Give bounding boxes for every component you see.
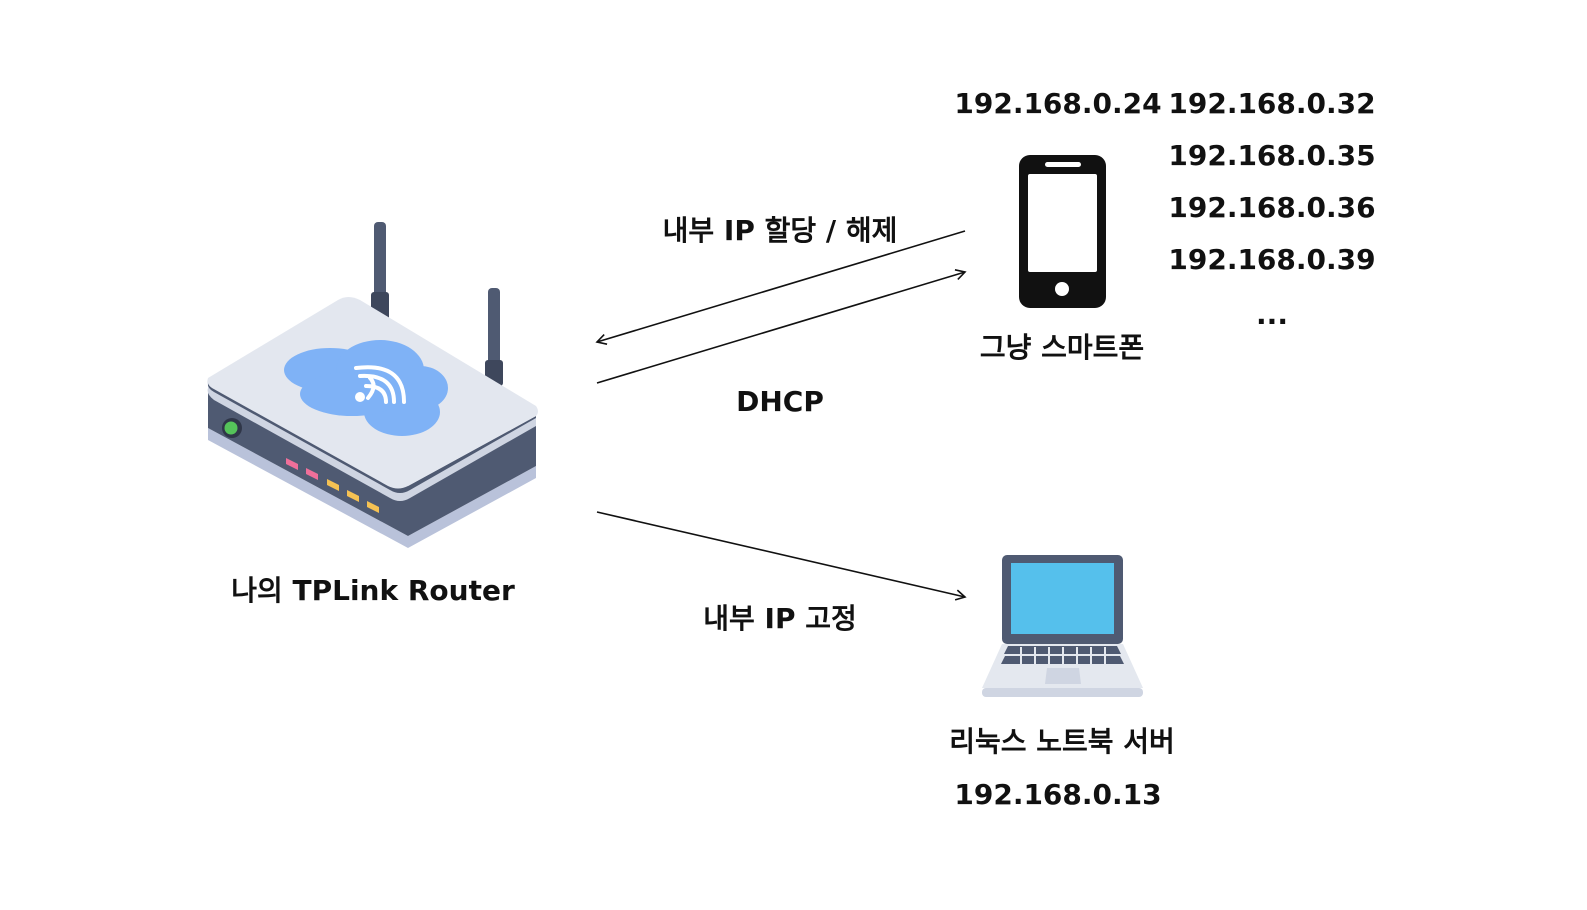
other-ip-4: 192.168.0.39 bbox=[1168, 243, 1376, 276]
other-ip-ellipsis: ... bbox=[1256, 298, 1288, 331]
router-antenna-left bbox=[371, 222, 389, 320]
other-ip-2: 192.168.0.35 bbox=[1168, 139, 1376, 172]
edge-label-dhcp: DHCP bbox=[736, 385, 824, 418]
laptop-label: 리눅스 노트북 서버 bbox=[949, 725, 1175, 758]
arrow-dhcp bbox=[596, 269, 967, 384]
smartphone-icon bbox=[1019, 155, 1106, 308]
arrow-assign-release bbox=[595, 230, 966, 345]
power-button-icon bbox=[222, 418, 242, 438]
keyboard-icon bbox=[1001, 646, 1124, 664]
edge-label-assign-release: 내부 IP 할당 / 해제 bbox=[662, 214, 898, 247]
other-ip-1: 192.168.0.32 bbox=[1168, 87, 1376, 120]
laptop-icon bbox=[982, 555, 1143, 697]
smartphone-label: 그냥 스마트폰 bbox=[979, 331, 1145, 364]
arrow-static-ip bbox=[596, 511, 967, 601]
status-leds bbox=[286, 458, 379, 513]
router-icon bbox=[207, 222, 538, 548]
edge-label-static-ip: 내부 IP 고정 bbox=[703, 602, 857, 635]
router-label: 나의 TPLink Router bbox=[231, 574, 515, 607]
other-ip-3: 192.168.0.36 bbox=[1168, 191, 1376, 224]
wifi-icon bbox=[354, 365, 406, 404]
smartphone-ip: 192.168.0.24 bbox=[954, 87, 1162, 120]
router-antenna-right bbox=[485, 288, 503, 386]
laptop-ip: 192.168.0.13 bbox=[954, 778, 1162, 811]
